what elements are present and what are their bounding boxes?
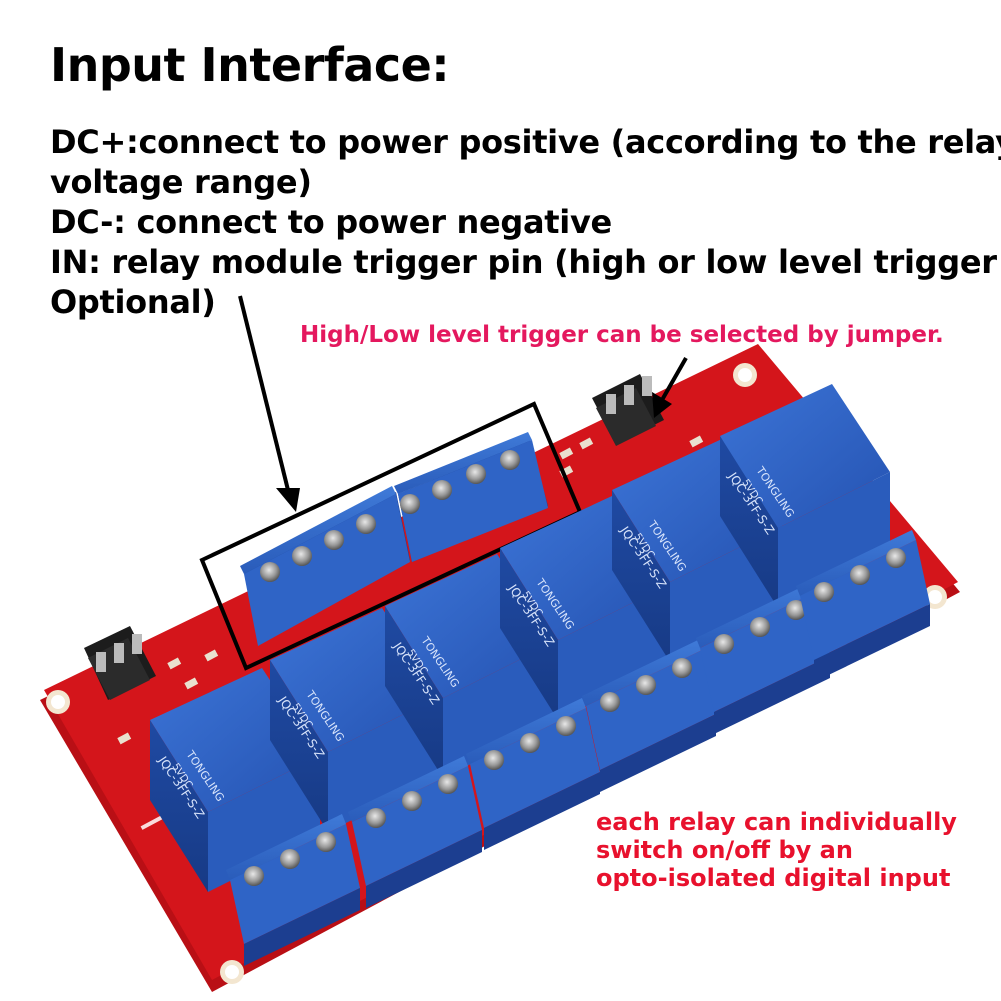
jumper-header-right	[592, 374, 664, 446]
output-terminal-6	[796, 530, 930, 682]
input-terminal-blocks	[240, 432, 548, 646]
pin-description: DC+:connect to power positive (according…	[50, 122, 1001, 322]
terminal-screw	[814, 582, 834, 602]
terminal-screw	[316, 832, 336, 852]
terminal-screw	[786, 600, 806, 620]
output-terminal-3	[466, 698, 600, 850]
page-title: Input Interface:	[50, 38, 450, 92]
relay-note-line-1: each relay can individually	[596, 808, 957, 836]
output-terminal-4	[582, 640, 716, 792]
relay-note: each relay can individually switch on/of…	[596, 808, 957, 892]
arrow-to-jumper	[652, 357, 688, 418]
jumper-header-left	[84, 626, 156, 700]
pin-in-continuation: Optional)	[50, 283, 216, 321]
jumper-note: High/Low level trigger can be selected b…	[300, 322, 944, 348]
terminal-screw	[556, 716, 576, 736]
pin-dc-plus-continuation: voltage range)	[50, 163, 312, 201]
terminal-screw	[886, 548, 906, 568]
output-terminal-1	[226, 814, 360, 966]
relay-note-line-3: opto-isolated digital input	[596, 864, 951, 892]
output-terminal-2	[348, 756, 482, 908]
terminal-screw	[484, 750, 504, 770]
arrow-to-input-terminals	[238, 295, 300, 512]
pin-in-line: IN: relay module trigger pin (high or lo…	[50, 243, 997, 281]
terminal-screw	[244, 866, 264, 886]
terminal-screw	[280, 849, 300, 869]
pin-dc-plus-line: DC+:connect to power positive (according…	[50, 123, 1001, 161]
terminal-screw	[402, 791, 422, 811]
terminal-screw	[850, 565, 870, 585]
terminal-screw	[636, 675, 656, 695]
output-terminal-5	[696, 582, 830, 734]
terminal-screw	[438, 774, 458, 794]
terminal-screws-input	[260, 450, 520, 582]
pin-dc-minus-line: DC-: connect to power negative	[50, 203, 612, 241]
terminal-screw	[750, 617, 770, 637]
terminal-screw	[672, 658, 692, 678]
terminal-screw	[600, 692, 620, 712]
terminal-screw	[714, 634, 734, 654]
output-terminal-blocks	[226, 530, 930, 966]
relay-note-line-2: switch on/off by an	[596, 836, 853, 864]
terminal-screw	[366, 808, 386, 828]
terminal-screw	[520, 733, 540, 753]
